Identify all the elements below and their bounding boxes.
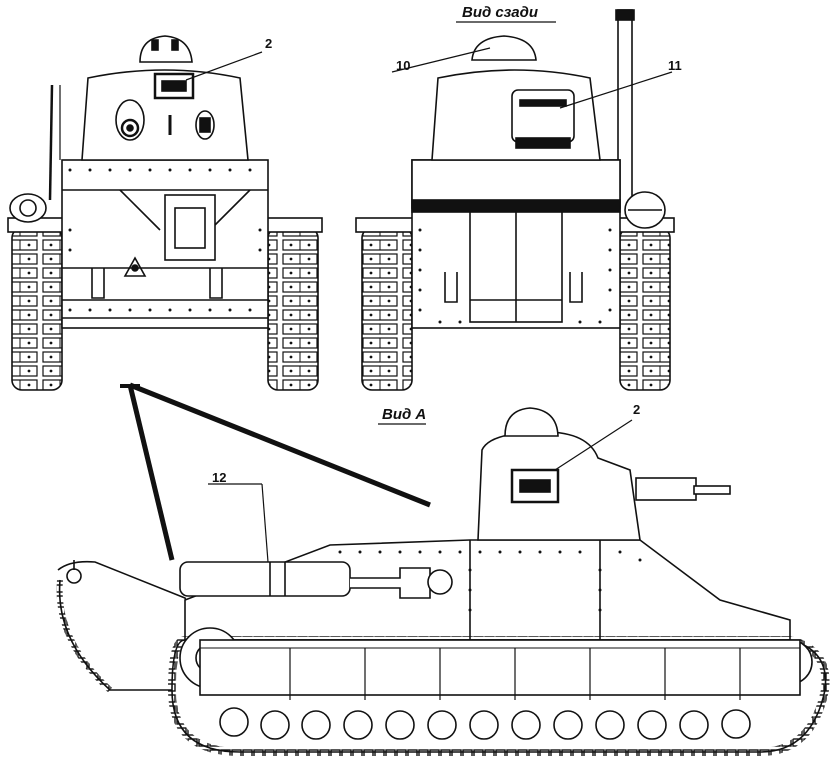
callout-side-12: 12: [212, 470, 227, 485]
callout-rear-10: 10: [396, 58, 411, 73]
rear-view: [355, 9, 675, 391]
callout-rear-11: 11: [668, 58, 682, 73]
side-view: [56, 382, 830, 756]
callout-front-2: 2: [265, 36, 273, 51]
front-view: [7, 35, 323, 391]
view-a-label: Вид А: [382, 406, 427, 423]
rear-view-label: Вид сзади: [462, 4, 539, 21]
callout-side-2: 2: [633, 402, 641, 417]
